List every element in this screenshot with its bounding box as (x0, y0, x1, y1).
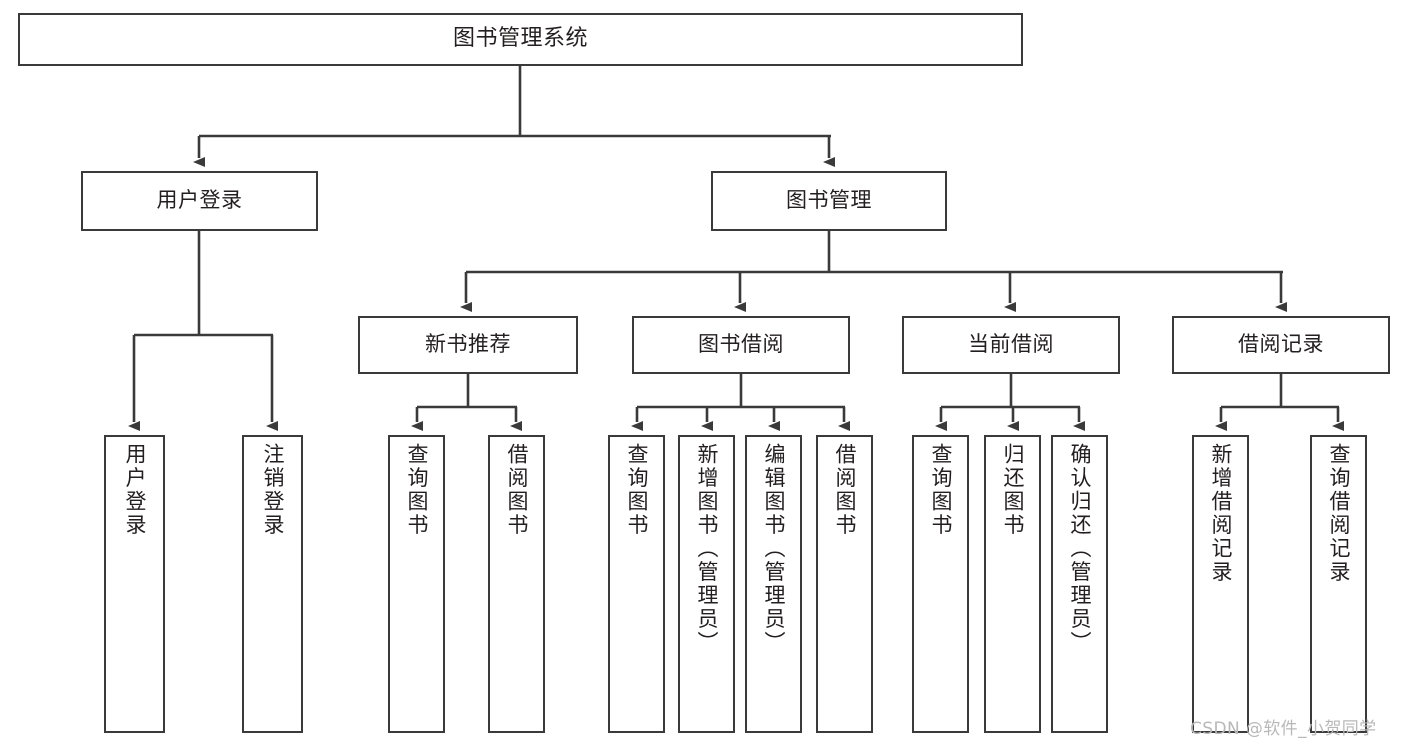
node-leaf-edit-book[interactable]: 编辑图书（管理员） (745, 435, 802, 733)
node-leaf-borrow-book-2[interactable]: 借阅图书 (816, 435, 873, 733)
node-leaf-query-record-label: 查询借阅记录 (1327, 443, 1351, 584)
node-leaf-add-record[interactable]: 新增借阅记录 (1192, 435, 1249, 733)
node-leaf-add-book[interactable]: 新增图书（管理员） (678, 435, 735, 733)
node-leaf-query-book-3-label: 查询图书 (929, 443, 953, 537)
node-leaf-edit-book-label: 编辑图书（管理员） (762, 443, 786, 655)
node-leaf-return-book-label: 归还图书 (1001, 443, 1025, 537)
node-user-login[interactable]: 用户登录 (81, 171, 318, 231)
csdn-watermark: CSDN @软件_小贺同学 (1190, 719, 1377, 739)
node-book-borrow[interactable]: 图书借阅 (632, 316, 850, 374)
node-book-manage[interactable]: 图书管理 (711, 171, 947, 231)
node-leaf-query-record[interactable]: 查询借阅记录 (1310, 435, 1367, 733)
node-new-book-rec[interactable]: 新书推荐 (358, 316, 578, 374)
node-borrow-record-label: 借阅记录 (1238, 332, 1324, 357)
node-user-login-label: 用户登录 (156, 188, 243, 213)
node-current-borrow[interactable]: 当前借阅 (902, 316, 1120, 374)
node-leaf-logout[interactable]: 注销登录 (242, 435, 303, 733)
node-leaf-return-book[interactable]: 归还图书 (984, 435, 1041, 733)
node-leaf-add-record-label: 新增借阅记录 (1209, 443, 1233, 584)
node-leaf-borrow-book-1[interactable]: 借阅图书 (488, 435, 545, 733)
node-leaf-add-book-label: 新增图书（管理员） (695, 443, 719, 655)
node-leaf-query-book-1-label: 查询图书 (405, 443, 429, 537)
node-leaf-borrow-book-2-label: 借阅图书 (833, 443, 857, 537)
node-root-label: 图书管理系统 (452, 26, 588, 52)
node-leaf-confirm-return-label: 确认归还（管理员） (1068, 443, 1092, 655)
node-borrow-record[interactable]: 借阅记录 (1172, 316, 1390, 374)
node-book-borrow-label: 图书借阅 (698, 332, 784, 357)
node-leaf-borrow-book-1-label: 借阅图书 (505, 443, 529, 537)
node-book-manage-label: 图书管理 (786, 188, 872, 213)
node-leaf-user-login[interactable]: 用户登录 (104, 435, 165, 733)
node-leaf-query-book-2-label: 查询图书 (625, 443, 649, 537)
node-leaf-query-book-3[interactable]: 查询图书 (912, 435, 969, 733)
node-leaf-logout-label: 注销登录 (261, 443, 285, 537)
node-leaf-query-book-1[interactable]: 查询图书 (388, 435, 445, 733)
node-leaf-user-login-label: 用户登录 (123, 443, 147, 537)
node-root[interactable]: 图书管理系统 (18, 13, 1023, 66)
node-current-borrow-label: 当前借阅 (968, 332, 1054, 357)
node-new-book-rec-label: 新书推荐 (425, 332, 511, 357)
node-leaf-confirm-return[interactable]: 确认归还（管理员） (1051, 435, 1108, 733)
node-leaf-query-book-2[interactable]: 查询图书 (608, 435, 665, 733)
